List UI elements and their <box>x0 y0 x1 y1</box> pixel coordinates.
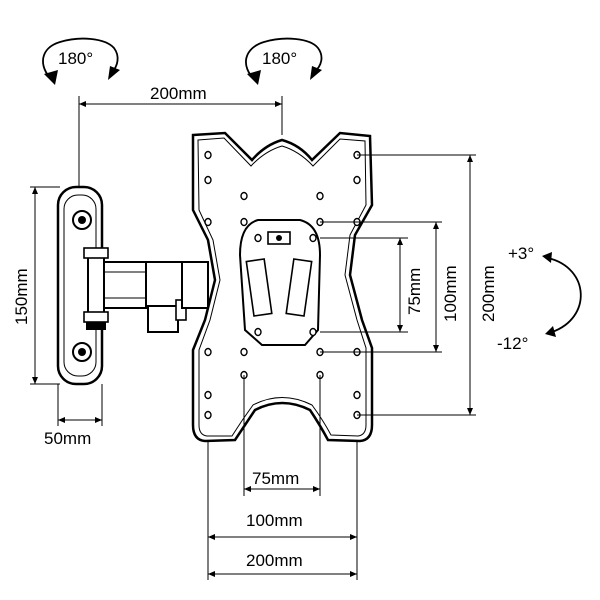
tilt-arrow-down-icon <box>545 326 556 337</box>
dimension-vesa-vertical-large-label: 200mm <box>479 265 498 322</box>
dimension-vesa-horizontal-large-label: 200mm <box>246 551 303 570</box>
dimension-wall-plate-width-label: 50mm <box>44 429 91 448</box>
vesa-hole <box>353 390 361 400</box>
dimension-vesa-vertical-large: 200mm <box>357 154 498 416</box>
vesa-hole <box>353 175 361 185</box>
rotation-indicator-right: 180° <box>245 37 323 85</box>
dimension-wall-plate-height-label: 150mm <box>12 268 31 325</box>
vesa-hole <box>309 327 317 337</box>
vesa-hole <box>309 233 317 243</box>
vesa-hole <box>204 175 212 185</box>
dimension-vesa-horizontal-medium: 100mm <box>207 441 358 546</box>
dimension-vesa-horizontal-small: 75mm <box>243 375 321 496</box>
dimension-vesa-vertical-medium-label: 100mm <box>441 265 460 322</box>
wall-plate <box>56 185 104 386</box>
dimension-top-width: 200mm <box>78 84 283 186</box>
dimension-vesa-horizontal-small-label: 75mm <box>252 469 299 488</box>
dimension-vesa-horizontal-medium-label: 100mm <box>246 511 303 530</box>
vesa-hole <box>204 390 212 400</box>
vesa-hole <box>240 217 248 227</box>
dimension-top-width-label: 200mm <box>150 84 207 103</box>
vesa-hole <box>254 233 262 243</box>
vesa-hole <box>316 191 324 201</box>
vesa-hole <box>204 410 212 420</box>
vesa-hole <box>204 217 212 227</box>
vesa-hole <box>204 347 212 357</box>
dimension-vesa-vertical-small-label: 75mm <box>405 268 424 315</box>
vesa-hole <box>254 327 262 337</box>
tilt-down-label: -12° <box>497 334 528 353</box>
tilt-indicator: +3° -12° <box>497 244 582 353</box>
vesa-plate <box>191 131 374 443</box>
dimension-wall-plate-height: 150mm <box>12 186 60 385</box>
dimension-wall-plate-width: 50mm <box>44 384 103 448</box>
vesa-hole <box>240 191 248 201</box>
rotation-label-left: 180° <box>58 49 93 68</box>
rotation-arrow-left-icon <box>44 70 58 85</box>
rotation-label-right: 180° <box>262 49 297 68</box>
rotation-indicator-left: 180° <box>42 37 120 85</box>
dimension-vesa-vertical-medium: 100mm <box>320 221 460 353</box>
dimension-vesa-vertical-small: 75mm <box>320 237 424 333</box>
rotation-arrow-right-icon <box>247 70 261 85</box>
tilt-arrow-up-icon <box>542 252 552 263</box>
swing-arm <box>83 247 209 333</box>
vesa-hole <box>204 150 212 160</box>
vesa-hole <box>240 347 248 357</box>
dimension-vesa-horizontal-large: 200mm <box>207 546 358 580</box>
tilt-up-label: +3° <box>508 244 534 263</box>
